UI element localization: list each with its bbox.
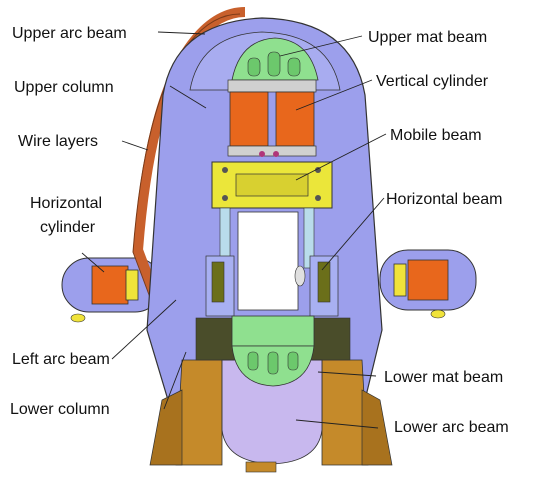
label-lower-column: Lower column bbox=[10, 401, 110, 418]
label-upper-arc-beam: Upper arc beam bbox=[12, 25, 127, 42]
guide-rods bbox=[205, 207, 339, 317]
label-vertical-cylinder: Vertical cylinder bbox=[376, 73, 489, 90]
label-horizontal-cylinder-1: Horizontal bbox=[30, 195, 102, 212]
vertical-cylinders bbox=[227, 79, 317, 157]
right-horizontal-cylinder bbox=[379, 249, 477, 319]
label-horizontal-beam: Horizontal beam bbox=[386, 191, 503, 208]
label-upper-mat-beam: Upper mat beam bbox=[368, 29, 487, 46]
leader-lines bbox=[81, 31, 387, 429]
left-horizontal-cylinder bbox=[61, 257, 163, 323]
label-mobile-beam: Mobile beam bbox=[390, 127, 482, 144]
lower-mat-beam bbox=[231, 315, 315, 387]
working-window bbox=[237, 211, 299, 311]
label-wire-layers: Wire layers bbox=[18, 133, 98, 150]
label-upper-column: Upper column bbox=[14, 79, 114, 96]
base bbox=[245, 461, 277, 473]
label-lower-mat-beam: Lower mat beam bbox=[384, 369, 503, 386]
upper-mat-beam bbox=[231, 37, 319, 81]
mobile-beam bbox=[211, 161, 333, 209]
lower-columns bbox=[149, 317, 393, 466]
label-lower-arc-beam: Lower arc beam bbox=[394, 419, 509, 436]
label-left-arc-beam: Left arc beam bbox=[12, 351, 110, 368]
label-horizontal-cylinder-2: cylinder bbox=[40, 219, 96, 236]
